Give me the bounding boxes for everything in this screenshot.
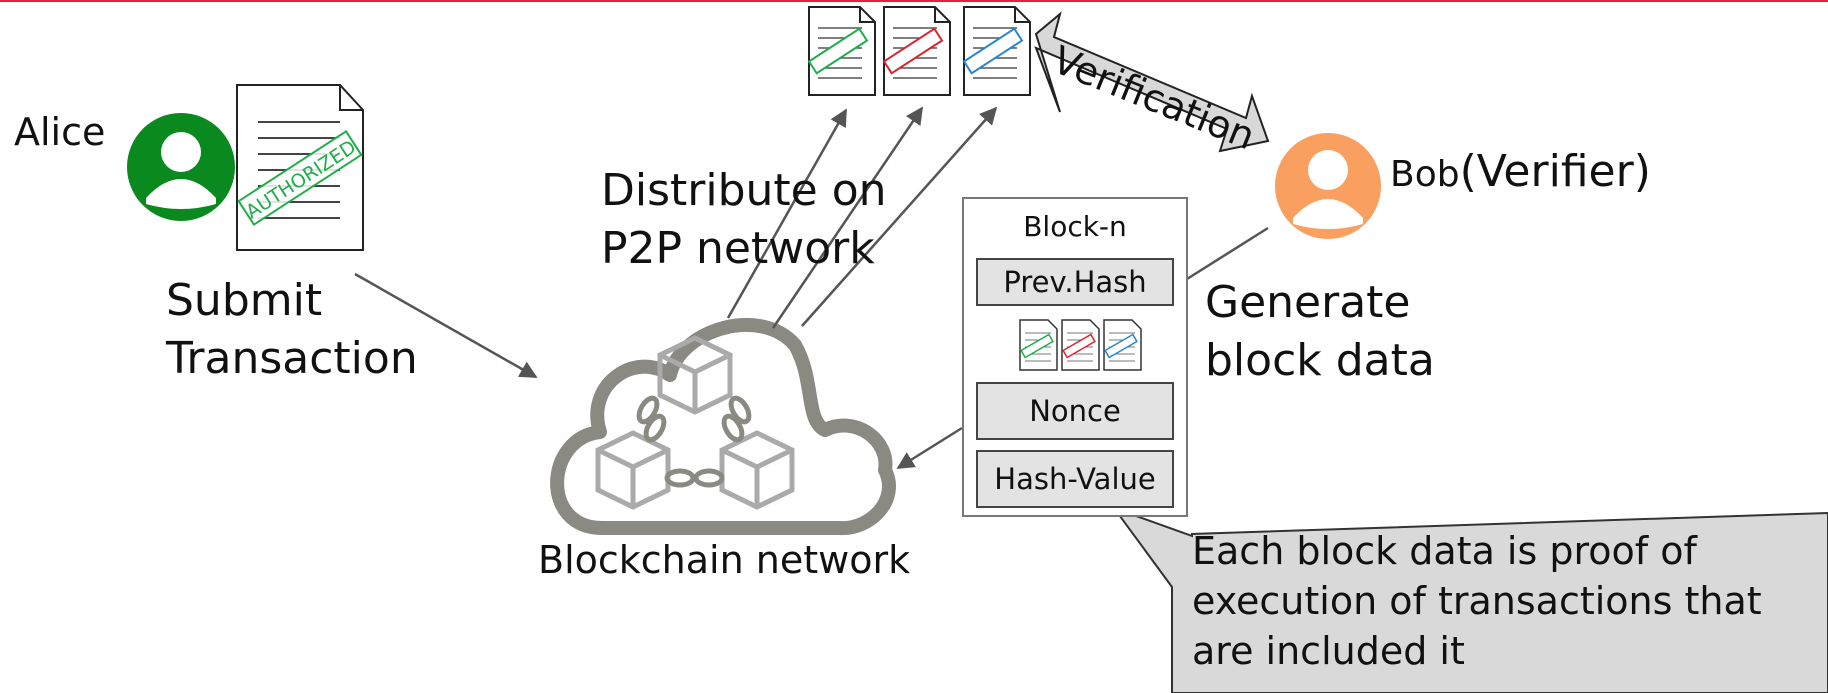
callout-line-1: Each block data is proof of <box>1192 529 1697 573</box>
distribute-arrow-1 <box>726 108 848 319</box>
bob-avatar-icon <box>1275 133 1381 239</box>
callout-text: Each block data is proof of execution of… <box>1192 526 1812 676</box>
block-document-red-icon <box>1061 319 1100 371</box>
hash-value-box: Hash-Value <box>976 450 1174 508</box>
block-transactions-icons <box>1019 319 1142 371</box>
submit-line-2: Transaction <box>166 333 418 384</box>
blockchain-cloud-icon <box>550 317 896 536</box>
verification-label: Verification <box>1047 38 1261 159</box>
distributed-document-red-icon <box>882 6 951 96</box>
verifier-role: (Verifier) <box>1459 146 1651 197</box>
block-document-blue-icon <box>1103 319 1142 371</box>
generate-line-1: Generate <box>1205 277 1411 328</box>
generate-block-label: Generate block data <box>1205 274 1435 390</box>
generate-line-2: block data <box>1205 335 1435 386</box>
submit-arrow <box>354 272 538 379</box>
verification-double-arrow <box>1034 11 1270 153</box>
callout-box <box>1111 505 1828 693</box>
submit-transaction-label: Submit Transaction <box>166 272 418 388</box>
distribute-arrow-3 <box>801 106 998 327</box>
callout-line-3: are included it <box>1192 629 1465 673</box>
alice-avatar-icon <box>127 113 235 221</box>
distribute-line-2: P2P network <box>601 223 875 274</box>
alice-label: Alice <box>14 110 106 154</box>
distributed-document-green-icon <box>807 6 876 96</box>
distribute-label: Distribute on P2P network <box>601 162 887 278</box>
distribute-arrow-2 <box>771 106 924 329</box>
alice-document-icon: AUTHORIZED <box>236 84 364 251</box>
distribute-line-1: Distribute on <box>601 165 887 216</box>
nonce-box: Nonce <box>976 382 1174 440</box>
block-document-green-icon <box>1019 319 1058 371</box>
callout-line-2: execution of transactions that <box>1192 579 1762 623</box>
bob-to-block-connector <box>1186 226 1269 281</box>
blockchain-network-label: Blockchain network <box>538 538 911 582</box>
top-accent-bar <box>0 0 1828 2</box>
distributed-document-blue-icon <box>962 6 1031 96</box>
block-to-network-arrow <box>896 426 963 470</box>
bob-label: Bob(Verifier) <box>1390 143 1651 204</box>
submit-line-1: Submit <box>166 275 323 326</box>
block-title: Block-n <box>1023 210 1127 243</box>
bob-name: Bob <box>1390 154 1460 195</box>
prev-hash-box: Prev.Hash <box>976 258 1174 306</box>
